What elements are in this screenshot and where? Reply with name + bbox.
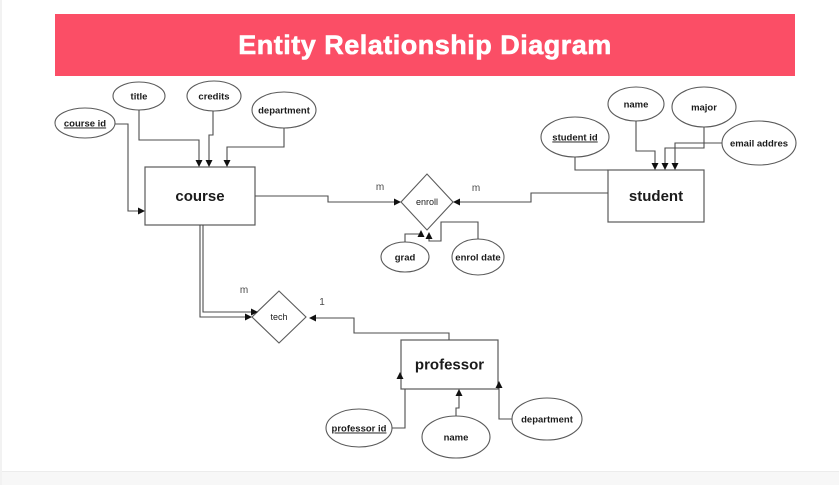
arrowhead-department-to-course [223, 160, 231, 167]
attribute-label-name-student: name [624, 100, 649, 111]
connector-course-to-enroll [255, 195, 395, 203]
title-banner: Entity Relationship Diagram [55, 14, 795, 76]
attribute-label-grad: grad [395, 253, 416, 264]
connector-title-to-course [138, 110, 200, 161]
entity-student [607, 169, 705, 223]
bottom-strip [2, 471, 839, 485]
arrowhead-professor-to-tech [309, 314, 316, 322]
attribute-label-credits: credits [198, 92, 229, 103]
page-title: Entity Relationship Diagram [238, 29, 612, 60]
arrowhead-grad-to-enroll [417, 230, 425, 237]
arrowhead-courseid-to-course [138, 207, 145, 215]
connector-department-to-professor [498, 388, 512, 420]
entity-professor [400, 339, 499, 390]
relationship-label-tech: tech [270, 312, 287, 322]
card-course-tech: m [240, 285, 248, 296]
connector-credits-to-course [208, 111, 214, 161]
attribute-label-student-id: student id [552, 133, 598, 144]
connector-major-to-student [664, 127, 705, 164]
arrowhead-name-to-student [651, 163, 659, 170]
attribute-label-professor-id: professor id [332, 424, 387, 435]
entity-label-course: course [175, 188, 224, 205]
attribute-label-department-course: department [258, 106, 311, 117]
arrowhead-course-to-enroll [394, 198, 401, 206]
attribute-label-title: title [131, 92, 148, 103]
arrowhead-professorid-to-professor [396, 372, 404, 379]
attribute-label-course-id: course id [64, 119, 106, 130]
card-tech-professor: 1 [319, 297, 325, 308]
connector-professorid-to-professor [392, 389, 406, 429]
attribute-course-id [54, 107, 116, 139]
arrowhead-student-to-enroll [453, 198, 460, 206]
attribute-credits [186, 80, 242, 112]
entity-label-professor: professor [415, 357, 484, 374]
entity-label-student: student [629, 188, 683, 205]
connector-course-to-tech-a [199, 225, 246, 318]
connector-course-to-tech-b [202, 225, 252, 313]
attribute-label-email-addres: email addres [730, 139, 788, 150]
arrowhead-email-to-student [671, 163, 679, 170]
relationship-tech [251, 290, 307, 344]
card-course-enroll: m [376, 182, 384, 193]
connector-courseid-to-course [115, 123, 139, 212]
arrowhead-enroldate-to-enroll [425, 232, 433, 239]
arrowhead-name-to-professor [455, 389, 463, 396]
arrowhead-title-to-course [195, 160, 203, 167]
attribute-label-enrol-date: enrol date [455, 253, 500, 264]
connector-department-to-course [226, 128, 285, 161]
connector-email-to-student [674, 142, 722, 164]
connector-enroldate-to-enroll [428, 221, 479, 242]
arrowhead-course-to-tech-a [245, 313, 252, 321]
attribute-label-major: major [691, 103, 717, 114]
relationship-label-enroll: enroll [416, 197, 438, 207]
arrowhead-course-to-tech-b [251, 308, 258, 316]
connector-name-to-student [635, 121, 656, 164]
arrowhead-major-to-student [661, 163, 669, 170]
attribute-label-department-professor: department [521, 415, 574, 426]
connector-name-to-professor [455, 396, 460, 416]
attribute-label-name-professor: name [444, 433, 469, 444]
arrowhead-credits-to-course [205, 160, 213, 167]
connector-student-to-enroll [459, 192, 608, 203]
connector-professor-to-tech [315, 317, 450, 340]
connector-studentid-to-student [574, 157, 608, 171]
card-student-enroll: m [472, 183, 480, 194]
arrowhead-department-to-professor [495, 381, 503, 388]
